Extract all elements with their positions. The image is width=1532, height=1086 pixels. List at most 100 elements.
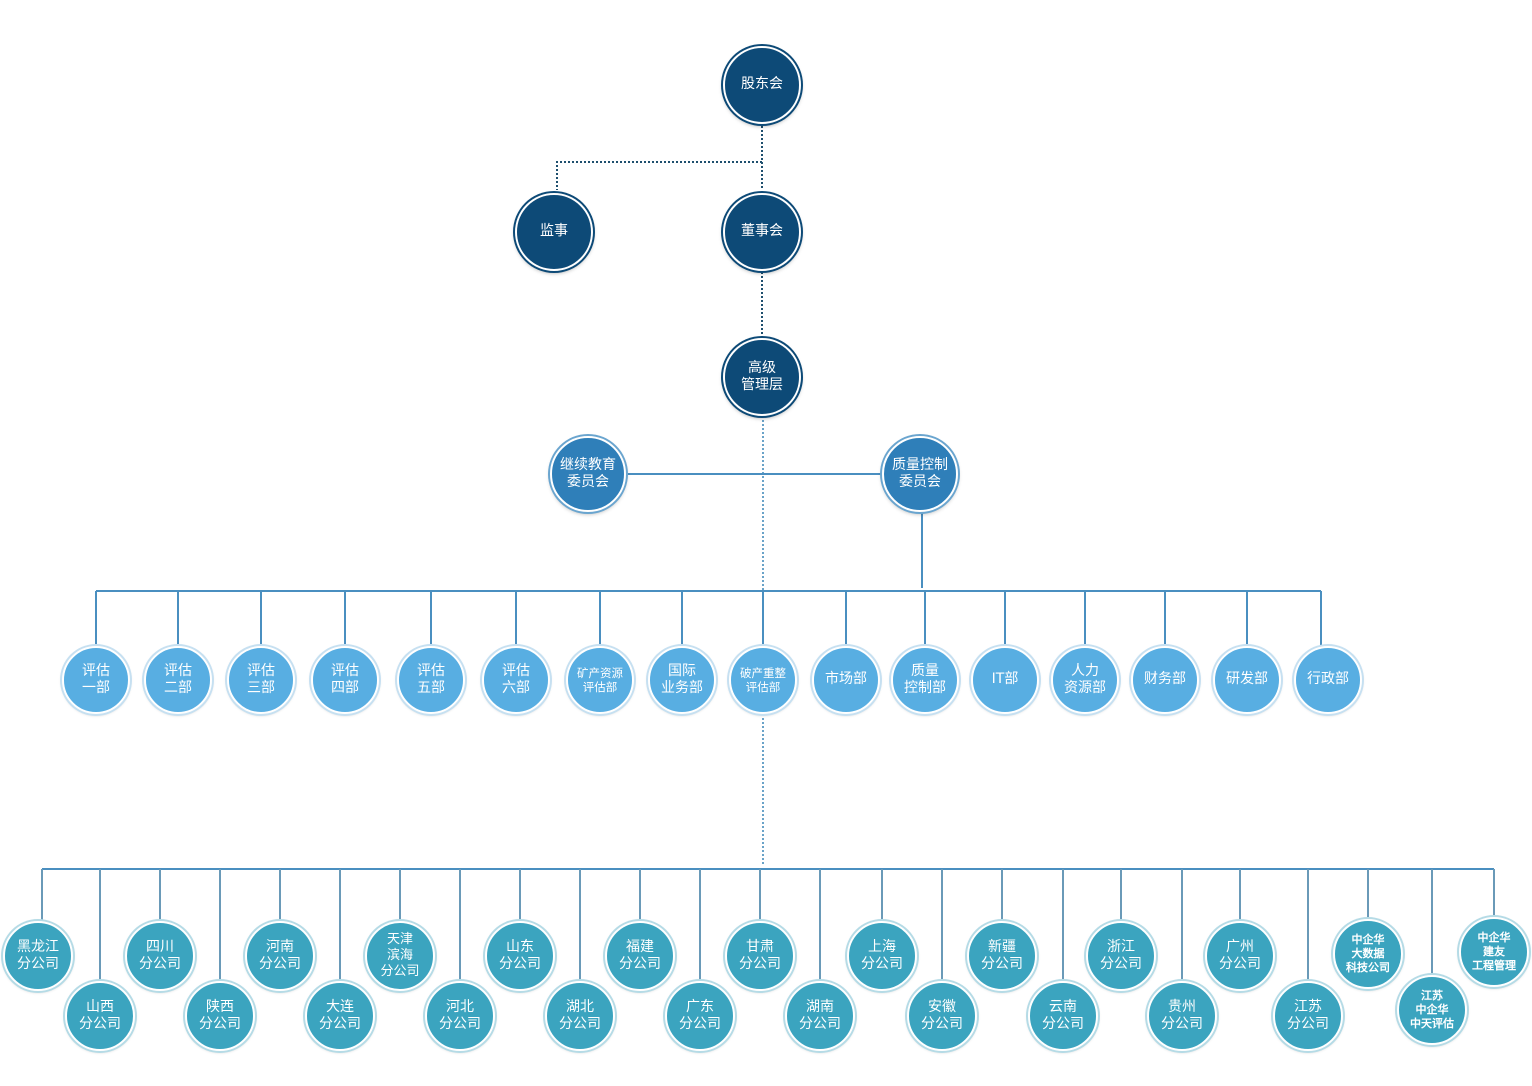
department-label: 评估 三部: [247, 662, 275, 697]
branch-label: 安徽 分公司: [921, 998, 963, 1033]
branch-label: 新疆 分公司: [981, 938, 1023, 973]
branch-node: 四川 分公司: [125, 921, 195, 991]
branch-node: 河北 分公司: [425, 981, 495, 1051]
branch-node: 中企华 建友 工程管理: [1459, 917, 1529, 987]
branch-label: 陕西 分公司: [199, 998, 241, 1033]
branch-node: 新疆 分公司: [967, 921, 1037, 991]
branch-label: 上海 分公司: [861, 938, 903, 973]
department-label: 研发部: [1226, 671, 1268, 688]
branch-node: 陕西 分公司: [185, 981, 255, 1051]
department-node: 研发部: [1213, 646, 1281, 714]
branch-label: 江苏 分公司: [1287, 998, 1329, 1033]
branch-node: 中企华 大数据 科技公司: [1333, 919, 1403, 989]
branch-label: 河南 分公司: [259, 938, 301, 973]
branch-node: 甘肃 分公司: [725, 921, 795, 991]
branch-label: 四川 分公司: [139, 938, 181, 973]
department-label: 评估 一部: [82, 662, 110, 697]
department-label: 评估 六部: [502, 662, 530, 697]
branch-node: 广东 分公司: [665, 981, 735, 1051]
department-label: 评估 五部: [417, 662, 445, 697]
department-label: 矿产资源 评估部: [577, 665, 623, 694]
department-label: 行政部: [1307, 671, 1349, 688]
continuing-education-committee-node: 继续教育 委员会: [550, 436, 626, 512]
department-drop-lines: [95, 591, 1322, 646]
department-node: 市场部: [812, 646, 880, 714]
department-node: 评估 二部: [144, 646, 212, 714]
branch-node: 湖南 分公司: [785, 981, 855, 1051]
department-node: 评估 六部: [482, 646, 550, 714]
branch-node: 河南 分公司: [245, 921, 315, 991]
department-label: 破产重整 评估部: [740, 665, 786, 694]
continuing-education-label: 继续教育 委员会: [560, 456, 616, 491]
department-node: 评估 三部: [227, 646, 295, 714]
branch-label: 湖南 分公司: [799, 998, 841, 1033]
quality-control-committee-node: 质量控制 委员会: [882, 436, 958, 512]
branch-label: 福建 分公司: [619, 938, 661, 973]
branch-node: 山西 分公司: [65, 981, 135, 1051]
department-node: IT部: [971, 646, 1039, 714]
department-node: 矿产资源 评估部: [566, 646, 634, 714]
department-node: 人力 资源部: [1051, 646, 1119, 714]
branch-label: 云南 分公司: [1042, 998, 1084, 1033]
branch-label: 贵州 分公司: [1161, 998, 1203, 1033]
department-node: 评估 一部: [62, 646, 130, 714]
branch-node: 广州 分公司: [1205, 921, 1275, 991]
board-label: 董事会: [741, 223, 783, 240]
branch-node: 黑龙江 分公司: [3, 921, 73, 991]
branch-label: 大连 分公司: [319, 998, 361, 1033]
supervisor-node: 监事: [515, 193, 593, 271]
branch-label: 黑龙江 分公司: [17, 938, 59, 973]
branch-label: 甘肃 分公司: [739, 938, 781, 973]
branch-label: 天津 滨海 分公司: [380, 931, 420, 980]
dotted-connectors: [556, 126, 763, 338]
department-label: 人力 资源部: [1064, 662, 1106, 697]
branch-drop-lines: [41, 869, 1495, 981]
branch-label: 湖北 分公司: [559, 998, 601, 1033]
shareholders-to-supervisor-line: [556, 161, 762, 190]
branch-label: 河北 分公司: [439, 998, 481, 1033]
branch-node: 湖北 分公司: [545, 981, 615, 1051]
department-label: IT部: [991, 671, 1019, 688]
solid-connectors: [42, 473, 1494, 870]
department-label: 市场部: [825, 671, 867, 688]
department-label: 财务部: [1144, 671, 1186, 688]
branch-node: 天津 滨海 分公司: [365, 921, 435, 991]
branch-node: 山东 分公司: [485, 921, 555, 991]
branch-label: 广东 分公司: [679, 998, 721, 1033]
management-label: 高级 管理层: [741, 359, 783, 394]
branch-node: 江苏 中企华 中天评估: [1397, 975, 1467, 1045]
department-label: 评估 四部: [331, 662, 359, 697]
department-node: 行政部: [1294, 646, 1362, 714]
department-label: 评估 二部: [164, 662, 192, 697]
supervisor-label: 监事: [540, 223, 568, 240]
branch-node: 大连 分公司: [305, 981, 375, 1051]
branch-label: 山东 分公司: [499, 938, 541, 973]
branch-label: 广州 分公司: [1219, 938, 1261, 973]
department-label: 质量 控制部: [904, 662, 946, 697]
management-node: 高级 管理层: [723, 338, 801, 416]
branch-label: 中企华 大数据 科技公司: [1346, 933, 1390, 974]
branch-label: 江苏 中企华 中天评估: [1410, 989, 1454, 1030]
department-node: 评估 四部: [311, 646, 379, 714]
department-node: 质量 控制部: [891, 646, 959, 714]
branch-node: 贵州 分公司: [1147, 981, 1217, 1051]
branch-label: 山西 分公司: [79, 998, 121, 1033]
branch-node: 江苏 分公司: [1273, 981, 1343, 1051]
shareholders-label: 股东会: [741, 76, 783, 93]
board-node: 董事会: [723, 193, 801, 271]
branch-label: 浙江 分公司: [1100, 938, 1142, 973]
department-node: 财务部: [1131, 646, 1199, 714]
quality-control-label: 质量控制 委员会: [892, 456, 948, 491]
department-node: 破产重整 评估部: [729, 646, 797, 714]
department-label: 国际 业务部: [661, 662, 703, 697]
department-node: 评估 五部: [397, 646, 465, 714]
department-node: 国际 业务部: [648, 646, 716, 714]
branch-node: 福建 分公司: [605, 921, 675, 991]
branch-node: 浙江 分公司: [1086, 921, 1156, 991]
branch-node: 云南 分公司: [1028, 981, 1098, 1051]
branch-node: 安徽 分公司: [907, 981, 977, 1051]
branch-node: 上海 分公司: [847, 921, 917, 991]
shareholders-node: 股东会: [723, 46, 801, 124]
